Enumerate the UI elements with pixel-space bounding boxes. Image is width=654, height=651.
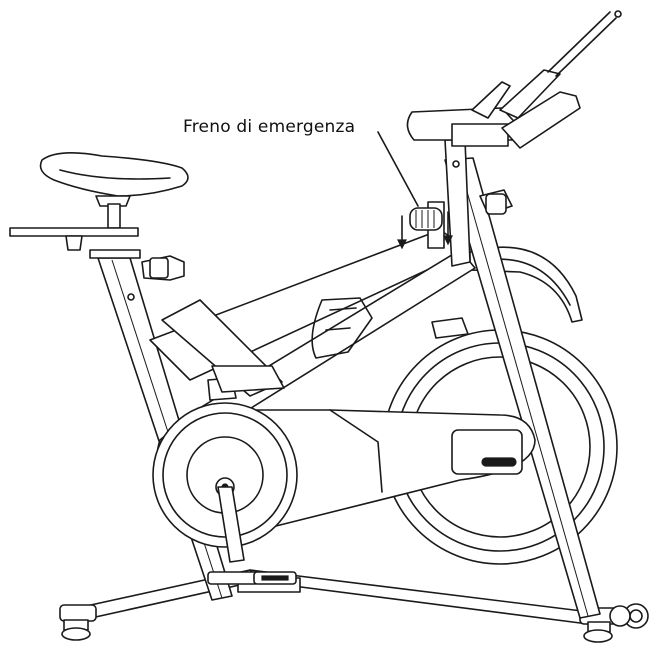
seat-knob (141, 255, 185, 281)
resistance-knob (479, 189, 513, 215)
saddle (9, 152, 189, 251)
handlebar (406, 10, 622, 149)
crank-disc (152, 402, 298, 548)
emergency-brake-label: Freno di emergenza (183, 117, 356, 137)
frame-knobs (207, 317, 469, 401)
pedal-crank (207, 486, 297, 585)
base-frame (59, 569, 649, 643)
callout-leader-line (377, 131, 419, 207)
emergency-brake (397, 201, 453, 250)
bottle-holder (311, 297, 373, 359)
